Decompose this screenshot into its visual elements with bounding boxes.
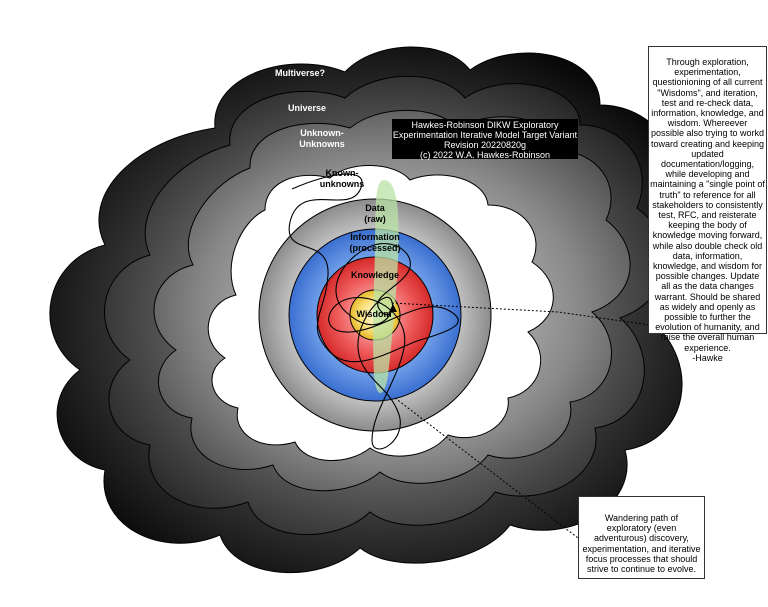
right-note-box: Through exploration, experimentation, qu… [648,46,767,363]
label-known-unknowns-2: unknowns [320,179,365,189]
title-line-1: Hawkes-Robinson DIKW Exploratory [411,120,559,130]
right-note-text: Through exploration, experimentation, qu… [650,57,765,353]
focus-path-highlight [373,180,399,394]
label-knowledge: Knowledge [351,270,399,280]
label-unknown-unknowns-1: Unknown- [300,128,344,138]
label-information-2: (processed) [349,243,400,253]
label-unknown-unknowns-2: Unknowns [299,139,345,149]
title-line-3: Revision 20220820g [443,140,527,150]
title-box: Hawkes-Robinson DIKW Exploratory Experim… [392,119,578,160]
label-data-2: (raw) [364,214,386,224]
title-line-4: (c) 2022 W.A. Hawkes-Robinson [419,150,551,160]
label-data-1: Data [365,203,386,213]
bottom-note-text: Wandering path of exploratory (even adve… [582,513,701,575]
wandering-path [288,173,459,450]
label-wisdom: Wisdom [357,309,392,319]
right-note-signature: -Hawke [692,352,723,363]
connector-bottom-note [394,397,579,539]
label-multiverse: Multiverse? [275,68,325,78]
title-line-2: Experimentation Iterative Model Target V… [392,130,578,140]
bottom-note-box: Wandering path of exploratory (even adve… [578,496,705,579]
label-universe: Universe [288,103,326,113]
path-arrowhead-icon [389,304,397,312]
label-known-unknowns-1: Known- [326,168,359,178]
label-information-1: Information [350,232,400,242]
